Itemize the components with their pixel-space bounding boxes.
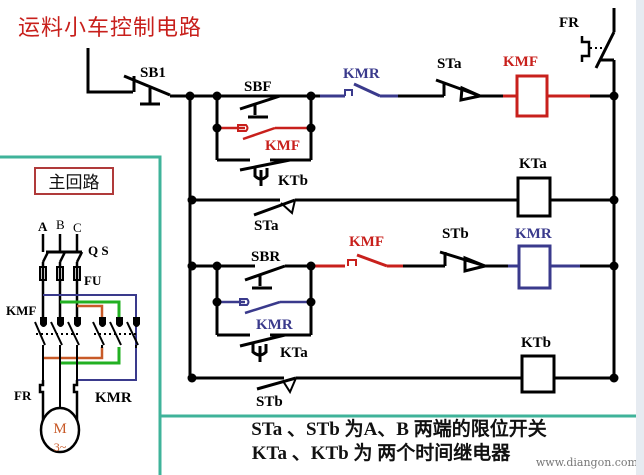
label-phase-c: C: [73, 220, 82, 235]
label-phase-b: B: [56, 217, 65, 232]
label-sb1: SB1: [140, 65, 166, 81]
fr-overload-contact: [580, 8, 616, 69]
label-ktb-contact: KTb: [278, 173, 308, 189]
label-kmf-coil: KMF: [503, 54, 538, 70]
rung1-sta-limit: [435, 78, 503, 102]
main-circuit-heading: 主回路: [34, 167, 114, 195]
rung3-kmr-coil: [508, 244, 580, 290]
rung2: [190, 176, 614, 218]
panel-frames: [0, 155, 638, 475]
rung3-kmr-holding: [217, 298, 311, 315]
label-kmr-coil: KMR: [515, 226, 552, 242]
motor-phase-label: 3~: [54, 440, 67, 454]
label-stb-limit: STb: [442, 226, 469, 242]
rung1-kmf-holding: [217, 124, 311, 141]
label-kmr-main: KMR: [95, 390, 132, 406]
rung4: [190, 354, 614, 395]
rung3-kmf-interlock: [311, 253, 403, 268]
main-circuit: M 3~ A B C Q S FU KMF KMR FR: [6, 217, 140, 454]
main-circuit-frame: [0, 155, 162, 475]
label-kta-coil: KTa: [519, 156, 547, 172]
label-sta-rung2: STa: [254, 218, 279, 234]
label-fr-main: FR: [14, 388, 32, 403]
label-kmf-main: KMF: [6, 303, 36, 318]
sb1-stop-button: [123, 74, 171, 106]
control-labels: SB1 SBF KMF KTb KMR STa KMF FR STa KTa S…: [140, 15, 579, 410]
label-ktb-coil: KTb: [521, 335, 551, 351]
label-stb-rung4: STb: [256, 394, 283, 410]
label-qs: Q S: [88, 243, 109, 258]
caption-line1: STa 、STb 为A、B 两端的限位开关: [251, 419, 547, 440]
label-fr-contact: FR: [559, 15, 579, 31]
rung1-ktb-contact: [239, 158, 291, 186]
rung3-stb-limit: [439, 250, 508, 273]
motor-label: M: [53, 421, 66, 437]
junction-dots: [185, 91, 619, 383]
watermark: www.diangon.com: [535, 456, 638, 469]
caption: STa 、STb 为A、B 两端的限位开关 KTa 、KTb 为 两个时间继电器: [160, 418, 638, 466]
label-kmf-interlock: KMF: [349, 234, 384, 250]
label-kmr-interlock: KMR: [343, 66, 380, 82]
motor-symbol: [39, 406, 81, 454]
supply-lead: [86, 48, 133, 94]
rung1-kmf-coil: [503, 74, 590, 118]
caption-line2: KTa 、KTb 为 两个时间继电器: [251, 443, 511, 464]
rung1-kmr-interlock: [320, 82, 398, 98]
scrollbar[interactable]: [636, 0, 644, 475]
rung3-sbr: [190, 264, 313, 337]
label-kmr-holding: KMR: [256, 317, 293, 333]
label-sbf: SBF: [244, 79, 272, 95]
rung3-kta-contact: [239, 333, 286, 362]
label-kmf-holding: KMF: [265, 138, 300, 154]
label-fu: FU: [84, 273, 102, 288]
label-sbr: SBR: [251, 249, 280, 265]
label-sta-limit: STa: [437, 56, 462, 72]
label-phase-a: A: [38, 219, 48, 234]
page-title: 运料小车控制电路: [18, 16, 203, 41]
label-kta-contact: KTa: [280, 345, 308, 361]
